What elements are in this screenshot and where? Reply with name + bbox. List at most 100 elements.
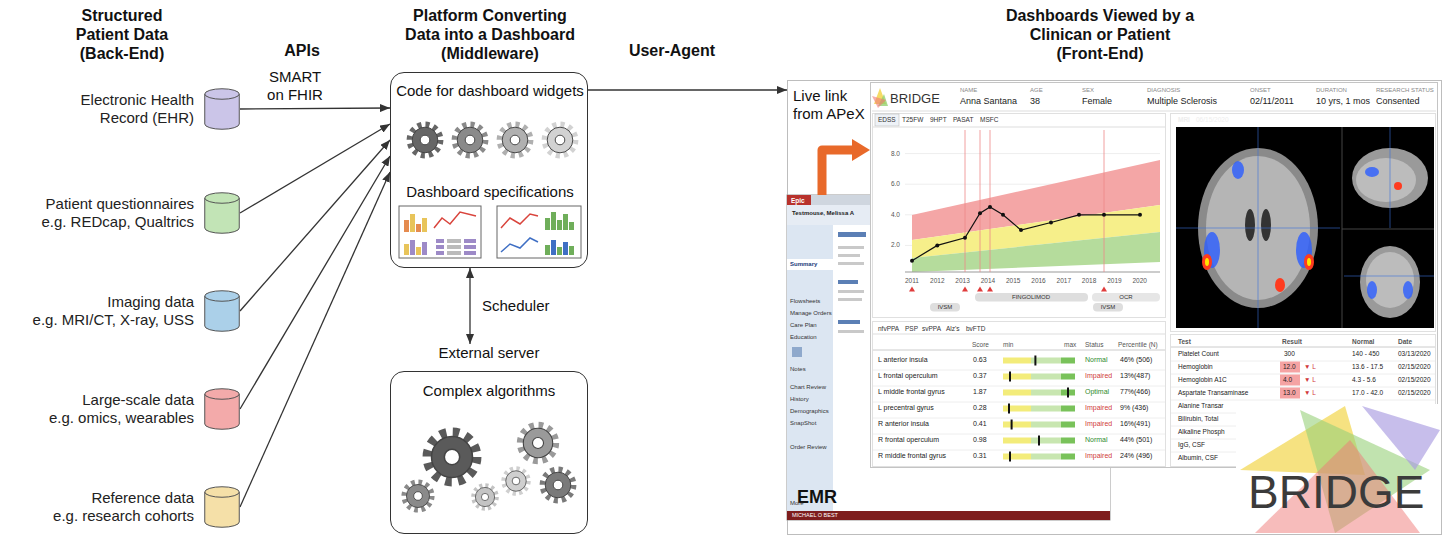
cylinder-top bbox=[205, 389, 240, 400]
axis-label: 2017 bbox=[1057, 277, 1071, 284]
table-cell: 0.37 bbox=[973, 372, 987, 380]
emr-text: Chart Review bbox=[790, 384, 826, 391]
table-cell: Normal bbox=[1352, 338, 1374, 345]
table-cell: Date bbox=[1398, 338, 1412, 345]
table-cell: Hemoglobin A1C bbox=[1178, 376, 1227, 383]
column-heading: Platform Converting Data into a Dashboar… bbox=[394, 6, 586, 64]
table-cell: Percentile (N) bbox=[1118, 341, 1158, 348]
table-cell: Aspartate Transaminase bbox=[1178, 389, 1248, 396]
server-box: External serverComplex algorithms bbox=[390, 344, 588, 534]
node-text: Large-scale data bbox=[49, 391, 194, 409]
table-cell: 17.0 - 42.0 bbox=[1352, 389, 1383, 396]
database-cylinder: Electronic Health Record (EHR) bbox=[204, 88, 240, 130]
table-cell: 16%(491) bbox=[1120, 420, 1150, 428]
node-text: Patient questionnaires bbox=[41, 195, 194, 213]
table-cell: Test bbox=[1178, 338, 1191, 345]
table-cell: Optimal bbox=[1085, 388, 1109, 396]
cylinder-top bbox=[205, 193, 240, 204]
table-cell: 13.6 - 17.5 bbox=[1352, 363, 1383, 370]
cylinder-top bbox=[205, 487, 240, 498]
live-link-arrow bbox=[822, 150, 856, 195]
treatment-label: IVSM bbox=[938, 304, 953, 311]
emr-text: Summary bbox=[790, 261, 817, 268]
axis-label: 4.0 bbox=[891, 211, 900, 218]
source-caption: Patient questionnairese.g. REDcap, Qualt… bbox=[41, 195, 194, 231]
patient-field: Multiple Sclerosis bbox=[1147, 96, 1217, 106]
middleware-box: Code for dashboard widgetsDashboard spec… bbox=[390, 72, 588, 268]
table-cell: Impaired bbox=[1085, 372, 1112, 380]
table-cell: 0.28 bbox=[973, 404, 987, 412]
emr-text: Education bbox=[790, 334, 817, 341]
node-text: Code for dashboard widgets bbox=[391, 82, 589, 100]
source-caption: Imaging datae.g. MRI/CT, X-ray, USS bbox=[33, 293, 194, 329]
cylinder-shape bbox=[204, 88, 240, 130]
table-cell: 24% (496) bbox=[1120, 452, 1152, 460]
table-cell: Albumin, CSF bbox=[1178, 454, 1218, 461]
emr-text: Notes bbox=[790, 366, 806, 373]
table-cell: ▼ L bbox=[1304, 376, 1316, 383]
table-cell: Platelet Count bbox=[1178, 350, 1219, 357]
treatment-label: FINGOLIMOD bbox=[1012, 294, 1050, 301]
source-caption: Electronic Health Record (EHR) bbox=[64, 91, 194, 127]
node-text: Reference data bbox=[53, 489, 194, 507]
table-cell: 0.41 bbox=[973, 420, 987, 428]
axis-label: 2019 bbox=[1107, 277, 1121, 284]
cylinder-top bbox=[205, 89, 240, 100]
edge-label: SMART on FHIR bbox=[262, 68, 328, 104]
table-cell: 12.0 bbox=[1283, 363, 1296, 370]
patient-field: DURATION bbox=[1316, 87, 1347, 94]
table-cell: 140 - 450 bbox=[1352, 350, 1379, 357]
patient-field: Anna Santana bbox=[960, 96, 1017, 106]
emr-text: Epic bbox=[791, 197, 805, 204]
axis-label: 8.0 bbox=[891, 150, 900, 157]
table-cell: 4.0 bbox=[1283, 376, 1292, 383]
treatment-label: IVSM bbox=[1101, 304, 1116, 311]
database-cylinder: Reference datae.g. research cohorts bbox=[204, 486, 240, 528]
tab-label: 9HPT bbox=[930, 116, 947, 123]
table-cell: 1.87 bbox=[973, 388, 987, 396]
patient-field: Female bbox=[1082, 96, 1112, 106]
table-cell: Normal bbox=[1085, 356, 1108, 364]
image-label: 06/15/2020 bbox=[1196, 116, 1229, 123]
cylinder-top bbox=[205, 291, 240, 302]
patient-field: DIAGNOSIS bbox=[1147, 87, 1180, 94]
data-flow-arrow bbox=[240, 108, 390, 109]
source-caption: Large-scale datae.g. omics, wearables bbox=[49, 391, 194, 427]
table-cell: Impaired bbox=[1085, 420, 1112, 428]
table-cell: 0.98 bbox=[973, 436, 987, 444]
table-cell: 77%(466) bbox=[1120, 388, 1150, 396]
cylinder-shape bbox=[204, 388, 240, 430]
tab-label: PASAT bbox=[953, 116, 973, 123]
emr-text: Manage Orders bbox=[790, 310, 832, 317]
axis-label: 6.0 bbox=[891, 180, 900, 187]
tab-label: nfvPPA bbox=[878, 325, 899, 332]
table-cell: 4.3 - 5.6 bbox=[1352, 376, 1376, 383]
patient-field: Consented bbox=[1376, 96, 1420, 106]
table-cell: L precentral gyrus bbox=[878, 404, 934, 412]
axis-label: 2012 bbox=[930, 277, 944, 284]
table-cell: 46% (506) bbox=[1120, 356, 1152, 364]
patient-field: SEX bbox=[1082, 87, 1094, 94]
table-cell: 02/15/2020 bbox=[1398, 363, 1431, 370]
axis-label: 2018 bbox=[1082, 277, 1096, 284]
emr-text: More bbox=[790, 500, 804, 507]
table-cell: Impaired bbox=[1085, 452, 1112, 460]
patient-field: ONSET bbox=[1250, 87, 1271, 94]
database-cylinder: Imaging datae.g. MRI/CT, X-ray, USS bbox=[204, 290, 240, 332]
table-cell: Hemoglobin bbox=[1178, 363, 1213, 370]
table-cell: L middle frontal gyrus bbox=[878, 388, 945, 396]
node-text: e.g. REDcap, Qualtrics bbox=[41, 213, 194, 231]
table-cell: min bbox=[1003, 341, 1013, 348]
emr-text: Order Review bbox=[790, 444, 827, 451]
table-cell: 0.63 bbox=[973, 356, 987, 364]
data-flow-arrow bbox=[240, 124, 390, 213]
cylinder-shape bbox=[204, 486, 240, 528]
table-cell: ▼ L bbox=[1304, 389, 1316, 396]
emr-window: EMR bbox=[787, 195, 1110, 520]
tab-label: Alz's bbox=[946, 325, 960, 332]
image-label: MRI bbox=[1178, 116, 1190, 123]
node-text: Imaging data bbox=[33, 293, 194, 311]
table-cell: Status bbox=[1085, 341, 1103, 348]
logo-text: BRIDGE bbox=[1248, 466, 1424, 519]
